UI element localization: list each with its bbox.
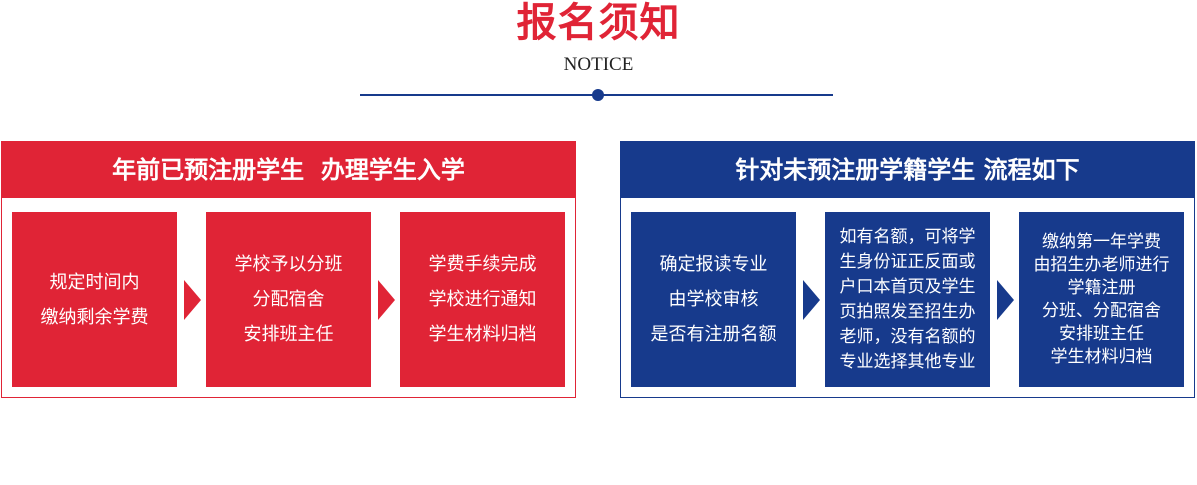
chevron-right-icon	[803, 280, 820, 320]
step-pay-first-year-fees: 缴纳第一年学费 由招生办老师进行 学籍注册 分班、分配宿舍 安排班主任 学生材料…	[1019, 212, 1184, 387]
divider-dot-icon	[592, 89, 604, 101]
not-registered-panel: 针对未预注册学籍学生 流程如下 确定报读专业 由学校审核 是否有注册名额 如有名…	[620, 141, 1195, 398]
step-text: 是否有注册名额	[650, 324, 777, 345]
chevron-right-icon	[184, 280, 201, 320]
step-choose-major: 确定报读专业 由学校审核 是否有注册名额	[631, 212, 796, 387]
step-text: 老师，没有名额的	[839, 326, 976, 347]
step-text: 安排班主任	[1059, 323, 1144, 344]
panel-heading: 年前已预注册学生 办理学生入学	[2, 142, 575, 198]
step-text: 页拍照发至招生办	[839, 301, 976, 322]
page-subtitle: NOTICE	[563, 54, 634, 75]
step-text: 生身份证正反面或	[839, 251, 976, 272]
step-text: 分配宿舍	[252, 289, 325, 310]
chevron-right-icon	[997, 280, 1014, 320]
step-notification-archive: 学费手续完成 学校进行通知 学生材料归档	[400, 212, 565, 387]
step-text: 如有名额，可将学	[839, 226, 976, 247]
step-submit-documents: 如有名额，可将学 生身份证正反面或 户口本首页及学生 页拍照发至招生办 老师，没…	[825, 212, 990, 387]
step-class-assignment: 学校予以分班 分配宿舍 安排班主任	[206, 212, 371, 387]
step-text: 由学校审核	[668, 289, 759, 310]
step-text: 由招生办老师进行	[1033, 254, 1170, 275]
step-text: 学生材料归档	[428, 324, 537, 345]
step-text: 分班、分配宿舍	[1042, 300, 1161, 321]
step-text: 缴纳剩余学费	[40, 306, 149, 328]
step-text: 确定报读专业	[659, 254, 768, 275]
step-text: 安排班主任	[243, 324, 334, 345]
step-text: 缴纳第一年学费	[1042, 231, 1161, 252]
step-text: 学校进行通知	[428, 289, 537, 310]
panel-heading: 针对未预注册学籍学生 流程如下	[621, 142, 1194, 198]
step-text: 专业选择其他专业	[839, 351, 976, 372]
step-text: 学校予以分班	[234, 254, 343, 275]
chevron-right-icon	[378, 280, 395, 320]
step-text: 学生材料归档	[1050, 346, 1153, 367]
step-text: 学费手续完成	[428, 254, 537, 275]
page-title: 报名须知	[516, 0, 681, 46]
step-text: 户口本首页及学生	[839, 276, 976, 297]
pre-registered-panel: 年前已预注册学生 办理学生入学 规定时间内 缴纳剩余学费 学校予以分班 分配宿舍…	[1, 141, 576, 398]
step-text: 规定时间内	[49, 271, 140, 293]
step-text: 学籍注册	[1067, 277, 1136, 298]
step-pay-remaining-fees: 规定时间内 缴纳剩余学费	[12, 212, 177, 387]
